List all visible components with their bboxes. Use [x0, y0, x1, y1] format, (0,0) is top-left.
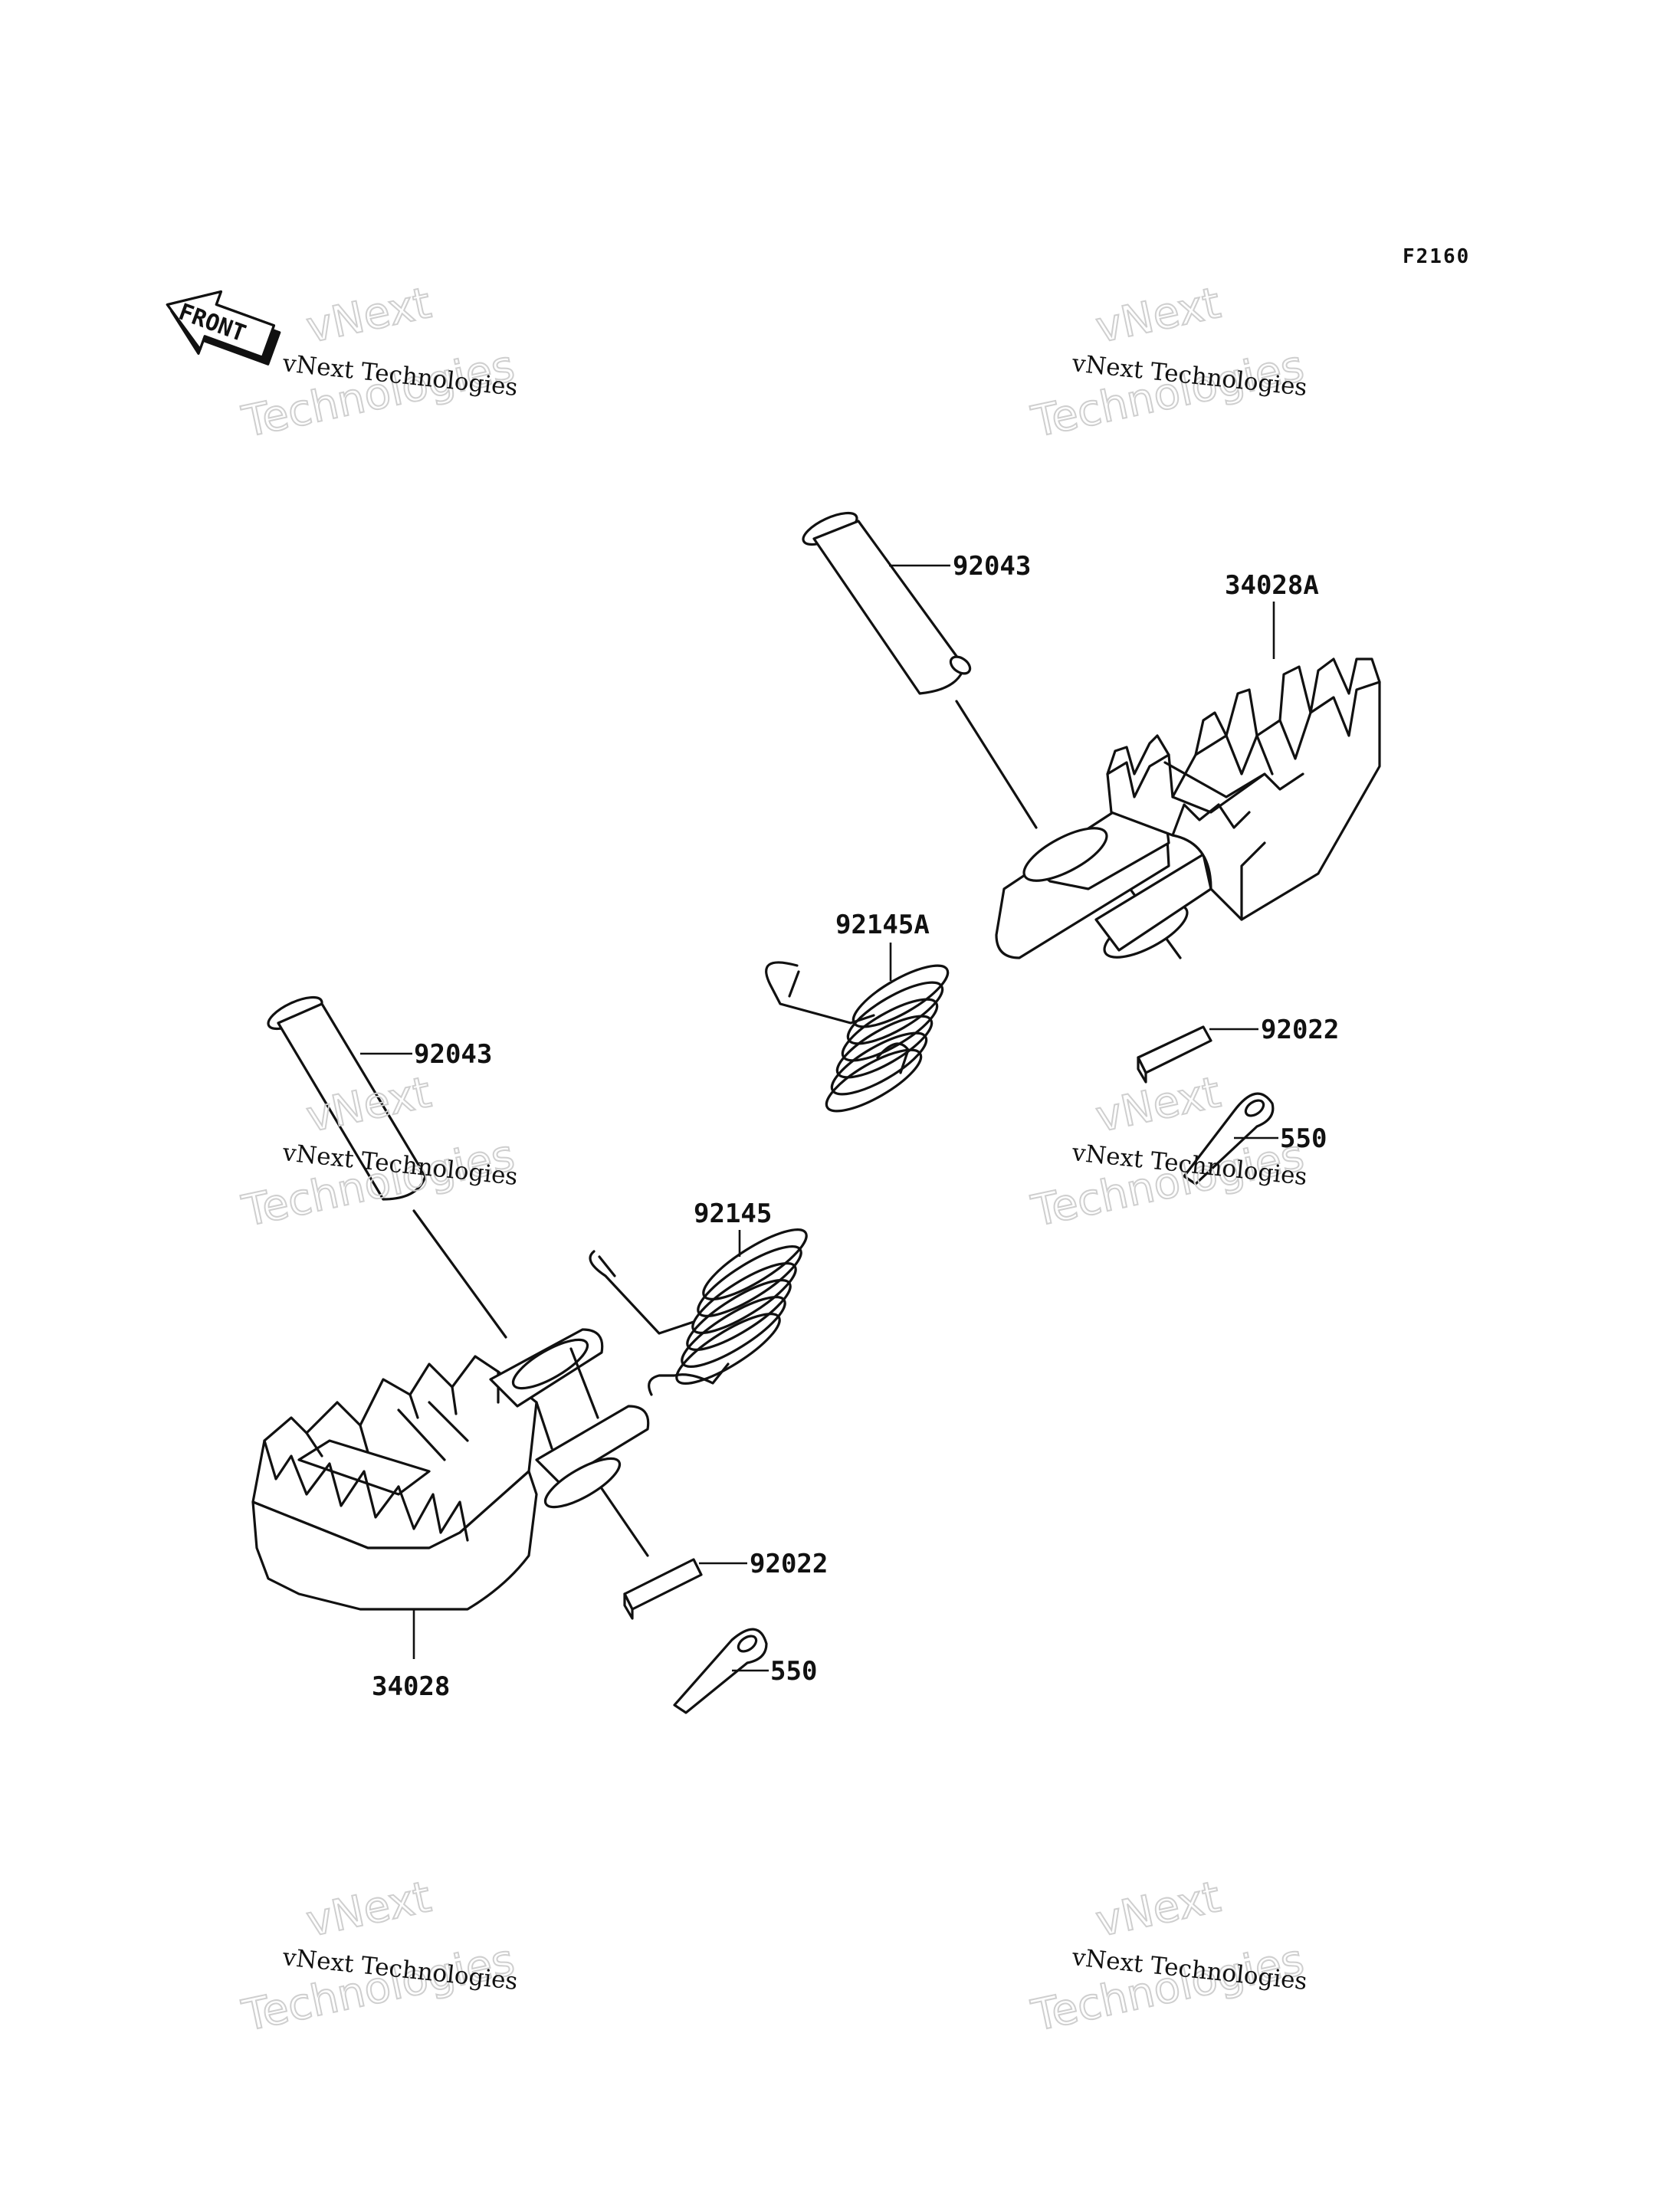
watermark-1: vNext Technologies vNext Technologies [237, 277, 519, 448]
watermark-6: vNext Technologies vNext Technologies [1026, 1871, 1308, 2042]
label-cotter-upper: 550 [1280, 1123, 1327, 1154]
figure-code: F2160 [1403, 245, 1470, 268]
label-pin-lower: 92043 [414, 1039, 492, 1070]
footpeg-right [995, 657, 1381, 959]
label-spring-upper: 92145A [835, 910, 930, 940]
footpeg-left [251, 1328, 650, 1611]
torsion-spring-upper [765, 961, 950, 1113]
watermark-4: vNext Technologies vNext Technologies [1026, 1067, 1308, 1238]
clevis-pin-lower [267, 995, 427, 1201]
clevis-pin-upper [802, 511, 972, 695]
cotter-pin-upper [1183, 1092, 1275, 1185]
label-footpeg-left: 34028 [372, 1671, 450, 1702]
torsion-spring-lower [589, 1228, 808, 1396]
svg-text:vNext: vNext [1091, 278, 1225, 353]
watermark-5: vNext Technologies vNext Technologies [237, 1871, 519, 2042]
label-washer-upper: 92022 [1261, 1015, 1339, 1045]
front-arrow-icon: FRONT [166, 290, 281, 366]
label-washer-lower: 92022 [750, 1549, 828, 1579]
label-pin-upper: 92043 [953, 551, 1031, 582]
svg-text:vNext: vNext [302, 278, 435, 353]
watermark-3: vNext Technologies vNext Technologies [237, 1067, 519, 1238]
label-cotter-lower: 550 [770, 1656, 817, 1687]
label-footpeg-right: 34028A [1225, 570, 1319, 601]
svg-text:vNext: vNext [1091, 1872, 1225, 1947]
svg-text:vNext: vNext [302, 1872, 435, 1947]
washer-upper [1137, 1025, 1212, 1084]
cotter-pin-lower [673, 1628, 768, 1714]
washer-lower [623, 1558, 703, 1620]
label-spring-lower: 92145 [694, 1199, 772, 1229]
svg-text:vNext: vNext [1091, 1067, 1225, 1143]
watermark-2: vNext Technologies vNext Technologies [1026, 277, 1308, 448]
